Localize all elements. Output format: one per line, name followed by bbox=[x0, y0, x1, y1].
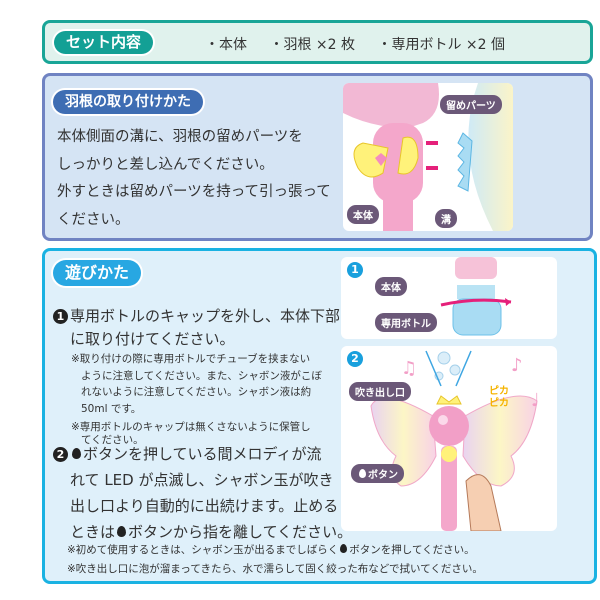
svg-text:♩: ♩ bbox=[531, 390, 540, 411]
note-line: れないように注意してください。シャボン液は約 bbox=[81, 386, 312, 398]
drop-icon bbox=[72, 448, 81, 459]
item: ・専用ボトル ×2 個 bbox=[377, 37, 505, 53]
set-contents-box: セット内容 ・本体 ・羽根 ×2 枚 ・専用ボトル ×2 個 bbox=[42, 20, 593, 64]
wand-attach-drawing bbox=[343, 83, 513, 231]
text-line: ボタンから指を離してください。 bbox=[128, 523, 353, 541]
note-line: ように注意してください。また、シャボン液がこぼ bbox=[81, 369, 322, 382]
step-2-illustration: 2 ♫ ♪ ♩ 吹き出し口 ボタン ピカピカ bbox=[341, 346, 557, 531]
note-line: 50ml です。 bbox=[81, 402, 142, 415]
text-line: 本体側面の溝に、羽根の留めパーツを bbox=[57, 129, 303, 145]
label-clip-part: 留めパーツ bbox=[440, 95, 502, 114]
label-text: ボタン bbox=[368, 470, 398, 481]
label-button: ボタン bbox=[351, 464, 404, 483]
step-number-1: 1 bbox=[53, 309, 68, 324]
svg-text:♪: ♪ bbox=[511, 355, 523, 376]
drop-icon bbox=[117, 526, 127, 537]
footnote: ※初めて使用するときは、シャボン玉が出るまでしばらく bbox=[67, 544, 339, 556]
bottle-attach-drawing bbox=[440, 257, 512, 336]
note-line: ※取り付けの際に専用ボトルでチューブを挟まない bbox=[71, 353, 311, 365]
item: ・本体 bbox=[205, 37, 247, 53]
text-line: 専用ボトルのキャップを外し、本体下部 bbox=[70, 307, 341, 325]
text-line: ボタンを押している間メロディが流 bbox=[83, 445, 322, 463]
attach-illustration: 留めパーツ 本体 溝 bbox=[343, 83, 513, 231]
svg-text:♫: ♫ bbox=[401, 358, 417, 379]
set-contents-list: ・本体 ・羽根 ×2 枚 ・専用ボトル ×2 個 bbox=[205, 34, 523, 54]
attach-instructions: 本体側面の溝に、羽根の留めパーツを しっかりと差し込んでください。 外すときは留… bbox=[57, 124, 331, 234]
drop-icon bbox=[359, 469, 366, 478]
footnotes: ※初めて使用するときは、シャボン玉が出るまでしばらくボタンを押してください。 ※… bbox=[67, 541, 483, 579]
footnote: ※吹き出し口に泡が溜まってきたら、水で濡らして固く絞った布などで拭いてください。 bbox=[67, 563, 483, 575]
text-line: に取り付けてください。 bbox=[70, 330, 235, 348]
set-contents-heading: セット内容 bbox=[54, 31, 154, 54]
footnote: ボタンを押してください。 bbox=[349, 544, 475, 556]
text-line: しっかりと差し込んでください。 bbox=[57, 156, 274, 173]
label-bottle: 専用ボトル bbox=[375, 313, 437, 332]
text-line: ください。 bbox=[57, 211, 130, 228]
note-line: ※専用ボトルのキャップは無くさないように保管し bbox=[71, 421, 311, 433]
label-body: 本体 bbox=[347, 205, 379, 224]
note-2: ※専用ボトルのキャップは無くさないように保管し てください。 bbox=[53, 421, 343, 447]
label-body: 本体 bbox=[375, 277, 407, 296]
label-groove: 溝 bbox=[435, 209, 457, 228]
attach-wings-box: 羽根の取り付けかた 本体側面の溝に、羽根の留めパーツを しっかりと差し込んでくだ… bbox=[42, 73, 593, 241]
text-line: 出し口より自動的に出続けます。止める bbox=[70, 497, 339, 515]
text-line: れて LED が点滅し、シャボン玉が吹き bbox=[70, 471, 334, 489]
illus-number: 1 bbox=[347, 262, 363, 278]
note-line: てください。 bbox=[81, 434, 144, 446]
play-heading: 遊びかた bbox=[53, 260, 142, 286]
step-2: 2 ボタンを押している間メロディが流 れて LED が点滅し、シャボン玉が吹き 出… bbox=[53, 441, 353, 545]
step-number-2: 2 bbox=[53, 447, 68, 462]
illus-number: 2 bbox=[347, 351, 363, 367]
attach-heading: 羽根の取り付けかた bbox=[53, 90, 203, 114]
label-outlet: 吹き出し口 bbox=[349, 382, 411, 401]
text-line: ときは bbox=[70, 523, 116, 541]
drop-icon bbox=[340, 544, 348, 553]
step-1-illustration: 1 本体 専用ボトル bbox=[341, 257, 557, 339]
note-1: ※取り付けの際に専用ボトルでチューブを挟まない ように注意してください。また、シ… bbox=[53, 351, 343, 417]
item: ・羽根 ×2 枚 bbox=[269, 37, 355, 53]
bubble-wand-drawing: ♫ ♪ ♩ bbox=[370, 350, 540, 531]
sparkle-text: ピカピカ bbox=[489, 386, 509, 409]
text-line: 外すときは留めパーツを持って引っ張って bbox=[57, 184, 331, 200]
